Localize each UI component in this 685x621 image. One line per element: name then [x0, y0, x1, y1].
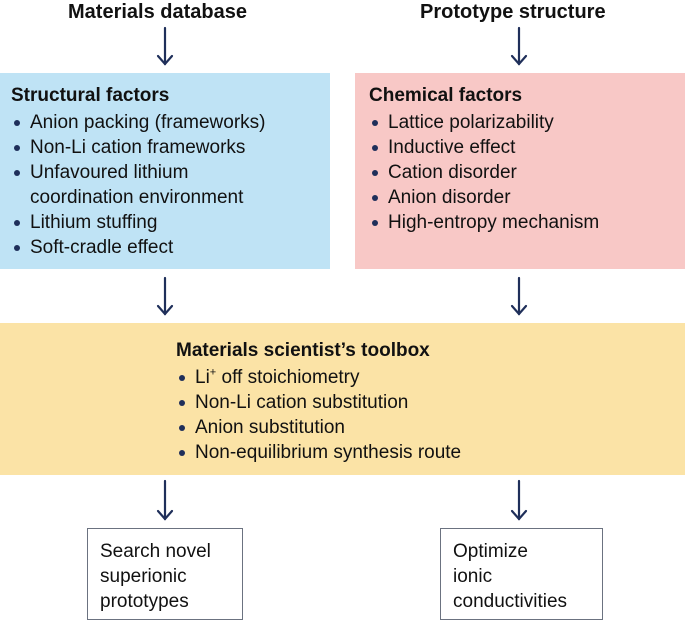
list-item: Non-equilibrium synthesis route	[176, 440, 675, 465]
arrow-head-3	[156, 304, 174, 316]
arrow-head-5	[156, 509, 174, 521]
optimize-conductivities-box: Optimize ionic conductivities	[440, 528, 603, 620]
toolbox-box: Materials scientist’s toolbox Li+ off st…	[0, 323, 685, 475]
chemical-factors-title: Chemical factors	[369, 85, 523, 106]
chemical-factors-list: Lattice polarizability Inductive effect …	[369, 110, 675, 235]
list-item-line: Unfavoured lithium	[30, 162, 189, 183]
list-item: Cation disorder	[369, 160, 675, 185]
list-item: Lattice polarizability	[369, 110, 675, 135]
prototype-structure-label: Prototype structure	[420, 1, 606, 23]
list-item-line: coordination environment	[30, 187, 244, 208]
outbox-line: superionic	[100, 566, 187, 587]
list-item: Lithium stuffing	[11, 210, 320, 235]
structural-factors-box: Structural factors Anion packing (framew…	[0, 73, 330, 269]
list-item: Anion packing (frameworks)	[11, 110, 320, 135]
structural-factors-list: Anion packing (frameworks) Non-Li cation…	[11, 110, 320, 260]
list-item: Anion disorder	[369, 185, 675, 210]
arrow-head-6	[510, 509, 528, 521]
outbox-line: Optimize	[453, 541, 528, 562]
list-item: Unfavoured lithium coordination environm…	[11, 160, 320, 210]
arrow-head-1	[156, 54, 174, 66]
structural-factors-title: Structural factors	[11, 85, 170, 106]
toolbox-title: Materials scientist’s toolbox	[176, 340, 430, 361]
outbox-line: prototypes	[100, 591, 189, 612]
outbox-line: ionic	[453, 566, 493, 587]
list-item: Non-Li cation frameworks	[11, 135, 320, 160]
li-prefix: Li	[195, 367, 210, 388]
search-prototypes-box: Search novel superionic prototypes	[87, 528, 243, 620]
outbox-line: Search novel	[100, 541, 211, 562]
outbox-line: conductivities	[453, 591, 568, 612]
list-item: Non-Li cation substitution	[176, 390, 675, 415]
arrow-head-2	[510, 54, 528, 66]
list-item: Inductive effect	[369, 135, 675, 160]
list-item: Anion substitution	[176, 415, 675, 440]
list-item: High-entropy mechanism	[369, 210, 675, 235]
li-rest: off stoichiometry	[216, 367, 360, 388]
materials-database-label: Materials database	[68, 1, 247, 23]
toolbox-list: Li+ off stoichiometry Non-Li cation subs…	[176, 365, 675, 465]
arrow-head-4	[510, 304, 528, 316]
chemical-factors-box: Chemical factors Lattice polarizability …	[355, 73, 685, 269]
list-item: Li+ off stoichiometry	[176, 365, 675, 390]
list-item: Soft-cradle effect	[11, 235, 320, 260]
li-superscript: +	[209, 366, 217, 379]
